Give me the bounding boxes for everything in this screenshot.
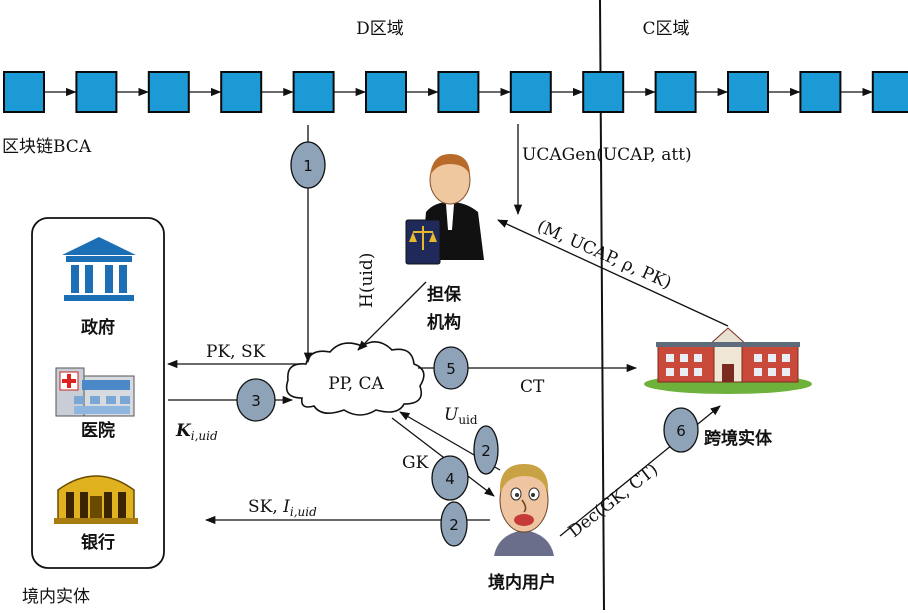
chain-block (220, 71, 263, 113)
guarantor-label-line2: 机构 (427, 312, 461, 333)
bank-label: 银行 (81, 532, 115, 553)
chain-block (75, 71, 118, 113)
hospital-icon (55, 367, 135, 417)
hospital-label: 医院 (81, 420, 115, 441)
campus-building-icon (644, 327, 812, 394)
blockchain (3, 71, 908, 113)
svg-text:1: 1 (303, 157, 313, 175)
m-ucap-label: (M, UCAP, ρ, PK) (534, 216, 674, 293)
domestic-user-label: 境内用户 (488, 572, 556, 593)
chain-block (582, 71, 625, 113)
user-face-icon (494, 464, 554, 556)
chain-block (365, 71, 407, 113)
h-uid-label: H(uid) (357, 253, 377, 308)
cross-border-label: 跨境实体 (704, 428, 773, 449)
arrow-cross-border-to-guarantor (497, 219, 729, 327)
d-region-label: D区域 (356, 19, 404, 39)
c-region-label: C区域 (642, 19, 689, 39)
u-label: Uuid (444, 405, 478, 427)
domestic-entities-label: 境内实体 (22, 587, 90, 607)
svg-text:6: 6 (676, 422, 686, 440)
step-badge-3: 3 (236, 378, 276, 422)
ct-label: CT (520, 377, 545, 397)
sk-i-label: SK, Ii,uid (248, 497, 317, 519)
step-badge-6: 6 (663, 407, 699, 453)
chain-block (871, 71, 908, 113)
chain-block (654, 71, 697, 113)
svg-text:3: 3 (251, 392, 261, 410)
chain-block (147, 71, 190, 113)
chain-block (437, 71, 480, 113)
gk-label: GK (402, 453, 429, 473)
step-badge-5: 5 (433, 346, 469, 390)
chain-block (3, 71, 45, 113)
dec-label: Dec(GK, CT) (565, 460, 662, 542)
arrow-guarantor-to-cloud (357, 281, 427, 351)
chain-block (727, 71, 769, 113)
step-badge-1: 1 (290, 141, 326, 189)
judge-with-law-book-icon (405, 154, 484, 265)
blockchain-label: 区块链BCA (2, 137, 92, 157)
chain-block (799, 71, 842, 113)
chain-block (509, 71, 552, 113)
svg-text:4: 4 (445, 470, 455, 488)
cloud-icon (285, 341, 425, 416)
k-label: Ki,uid (175, 421, 218, 443)
chain-block (292, 71, 335, 113)
step-badge-2-upper: 2 (473, 425, 499, 475)
step-badge-4: 4 (431, 455, 469, 501)
guarantor-label-line1: 担保 (427, 284, 462, 305)
step-badge-2-lower: 2 (440, 501, 468, 547)
government-building-icon (62, 237, 136, 301)
domestic-entities-box (31, 217, 165, 569)
svg-text:5: 5 (446, 360, 456, 378)
pk-sk-label: PK, SK (206, 342, 266, 362)
bank-icon (54, 475, 138, 524)
svg-text:2: 2 (449, 516, 459, 534)
svg-text:2: 2 (481, 442, 491, 460)
cloud-label: PP, CA (328, 374, 384, 394)
government-label: 政府 (81, 317, 115, 338)
ucagen-label: UCAGen(UCAP, att) (522, 145, 692, 165)
